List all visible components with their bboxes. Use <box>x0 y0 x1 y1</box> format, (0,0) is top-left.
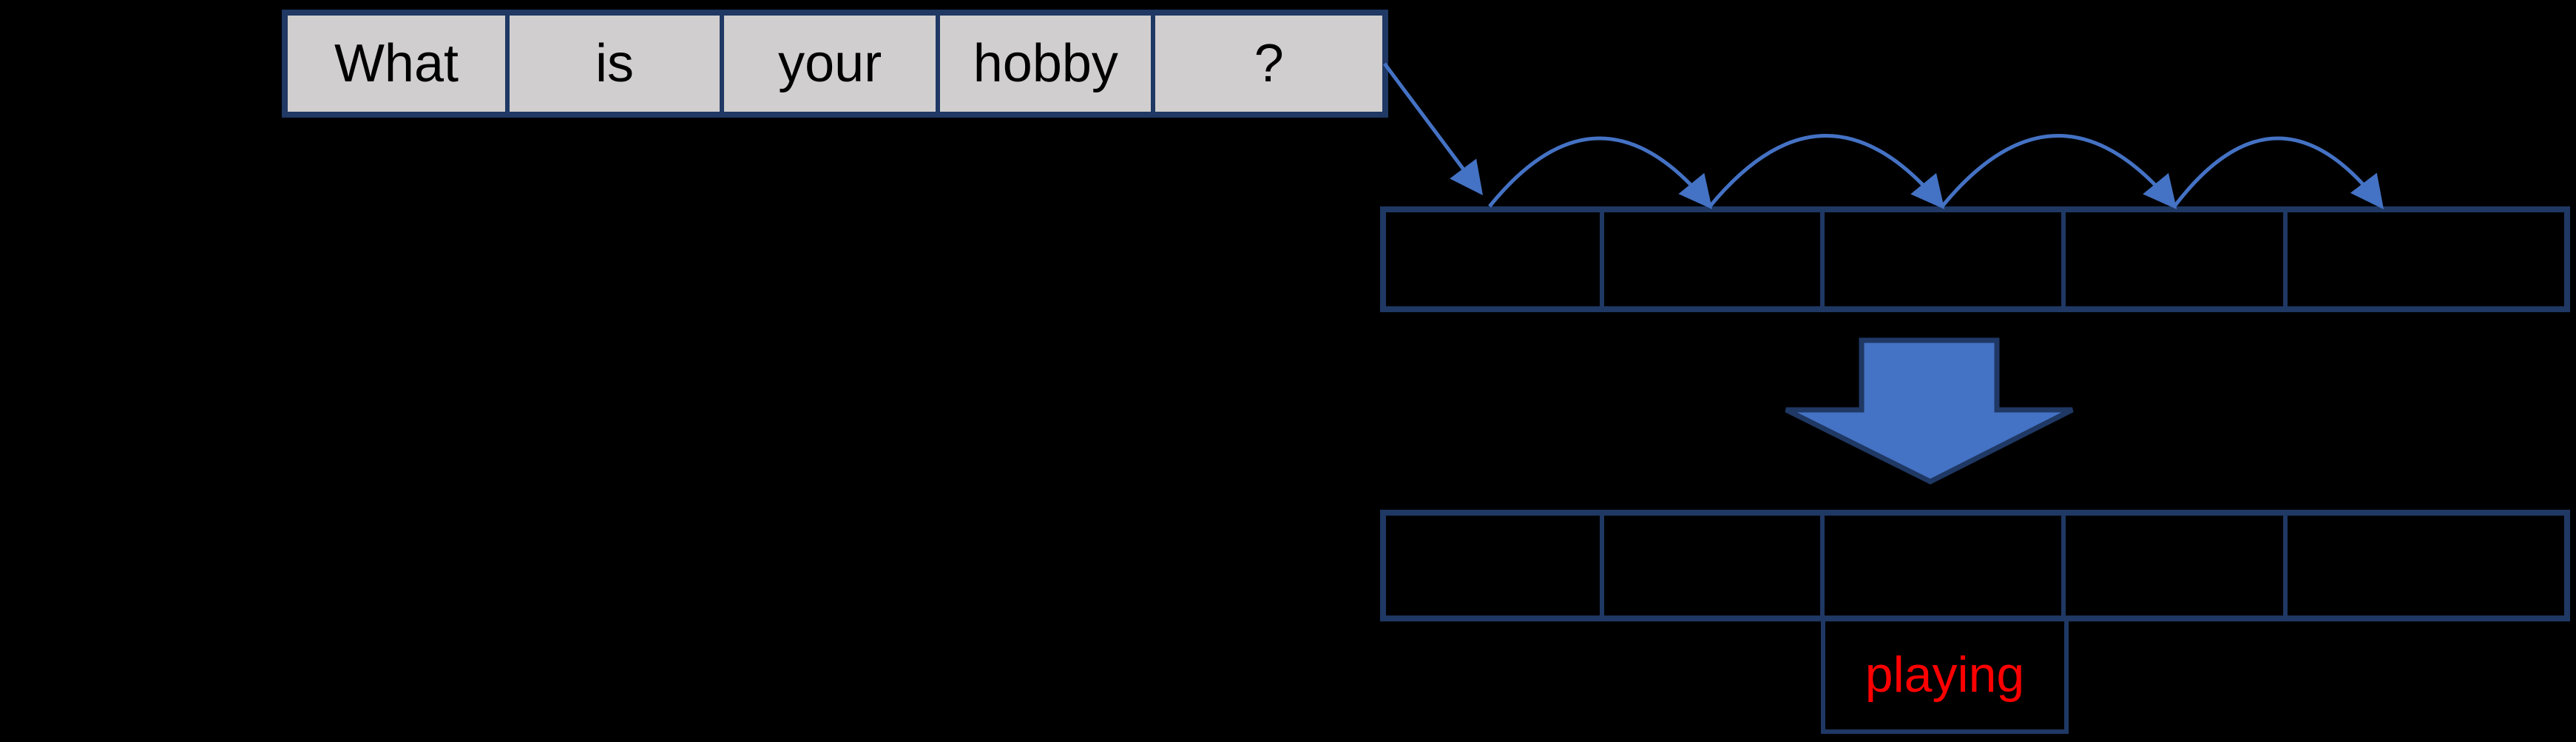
output-row <box>1380 510 2570 621</box>
input-word-cell: your <box>724 16 941 112</box>
predicted-word-box: playing <box>1821 615 2069 734</box>
output-cell <box>1825 516 2066 615</box>
state-cell <box>1825 212 2066 306</box>
output-cell <box>1386 516 1604 615</box>
input-word-cell: ? <box>1254 34 1284 93</box>
input-word-cell: is <box>510 16 725 112</box>
output-cell <box>1604 516 1825 615</box>
output-cell <box>2066 516 2288 615</box>
state-cell <box>1386 212 1604 306</box>
hop-arc-icon <box>1708 134 1945 209</box>
hop-arc-icon <box>2173 136 2384 209</box>
state-cell <box>2288 212 2564 306</box>
hop-arc-icon <box>1488 136 1713 209</box>
state-cell <box>2066 212 2288 306</box>
hop-arc-icon <box>1941 134 2177 209</box>
state-cell <box>1604 212 1825 306</box>
output-cell <box>2288 516 2564 615</box>
input-word-cell: What <box>288 16 510 112</box>
state-row <box>1380 206 2570 312</box>
feed-arrow-icon <box>1382 62 1483 196</box>
input-word-cell: hobby <box>940 16 1156 112</box>
down-arrow-icon <box>1785 337 2074 485</box>
